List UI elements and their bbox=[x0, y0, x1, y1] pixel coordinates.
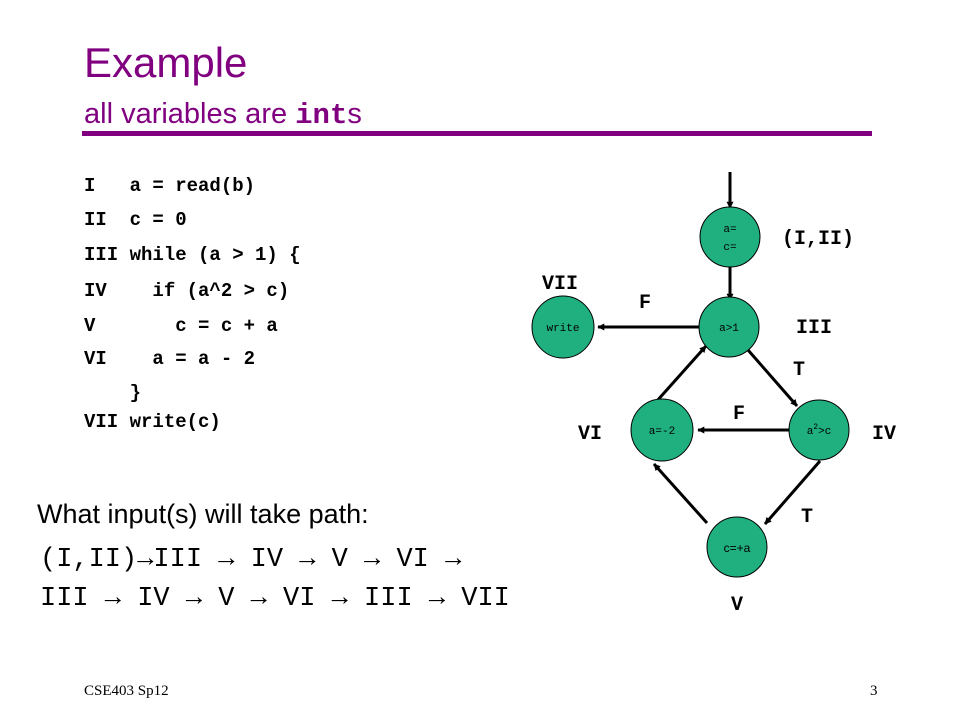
node-start-line1: a= bbox=[723, 224, 736, 236]
label-cond-tag: III bbox=[796, 317, 832, 340]
edge-add-to-dec bbox=[652, 462, 709, 525]
path-line-2: III → IV → V → VI → III → VII bbox=[40, 584, 510, 614]
edge-label-false-write: F bbox=[639, 292, 651, 315]
code-line: V c = c + a bbox=[84, 315, 278, 337]
code-line: VI a = a - 2 bbox=[84, 348, 256, 370]
code-line: I a = read(b) bbox=[84, 175, 256, 197]
title-divider bbox=[82, 131, 872, 136]
slide-title: Example bbox=[84, 39, 248, 86]
code-line: IV if (a^2 > c) bbox=[84, 280, 290, 302]
edge-label-false-dec: F bbox=[733, 403, 745, 426]
node-test: a2>c bbox=[788, 399, 850, 461]
code-line: VII write(c) bbox=[84, 411, 221, 433]
code-line: } bbox=[84, 382, 142, 404]
code-line: III while (a > 1) { bbox=[84, 244, 301, 266]
node-test-rest: >c bbox=[818, 426, 831, 438]
footer-page-number: 3 bbox=[870, 683, 878, 699]
node-dec-label: a=-2 bbox=[649, 426, 675, 438]
node-add: c=+a bbox=[706, 516, 768, 578]
label-add-tag: V bbox=[731, 594, 743, 617]
subtitle-code: int bbox=[295, 99, 348, 132]
label-write-tag: VII bbox=[542, 273, 578, 296]
edge-label-true-add: T bbox=[801, 506, 813, 529]
node-start-line2: c= bbox=[723, 242, 736, 254]
edge-test-to-add bbox=[763, 460, 822, 525]
node-cond: a>1 bbox=[698, 296, 760, 358]
code-line: II c = 0 bbox=[84, 209, 187, 231]
edge-cond-to-test bbox=[746, 349, 799, 407]
question-text: What input(s) will take path: bbox=[37, 499, 369, 529]
node-add-label: c=+a bbox=[724, 541, 751, 555]
node-cond-label: a>1 bbox=[719, 323, 739, 335]
node-test-sup: 2 bbox=[813, 423, 818, 432]
slide-subtitle: all variables are ints bbox=[84, 98, 362, 132]
node-test-base: a bbox=[807, 426, 814, 438]
edge-dec-to-cond bbox=[654, 345, 708, 403]
edge-label-true-test: T bbox=[793, 359, 805, 382]
svg-text:a2>c: a2>c bbox=[807, 423, 832, 438]
label-dec-tag: VI bbox=[578, 423, 602, 446]
label-start-tag: (I,II) bbox=[782, 228, 854, 251]
label-test-tag: IV bbox=[872, 423, 896, 446]
path-line-1: (I,II)→III → IV → V → VI → bbox=[40, 545, 462, 575]
node-dec: a=-2 bbox=[630, 398, 694, 462]
footer-course: CSE403 Sp12 bbox=[84, 683, 169, 699]
subtitle-suffix: s bbox=[347, 98, 362, 130]
node-write: write bbox=[531, 295, 595, 359]
node-start: a= c= bbox=[699, 206, 761, 268]
subtitle-prefix: all variables are bbox=[84, 98, 296, 130]
node-write-label: write bbox=[546, 323, 579, 335]
